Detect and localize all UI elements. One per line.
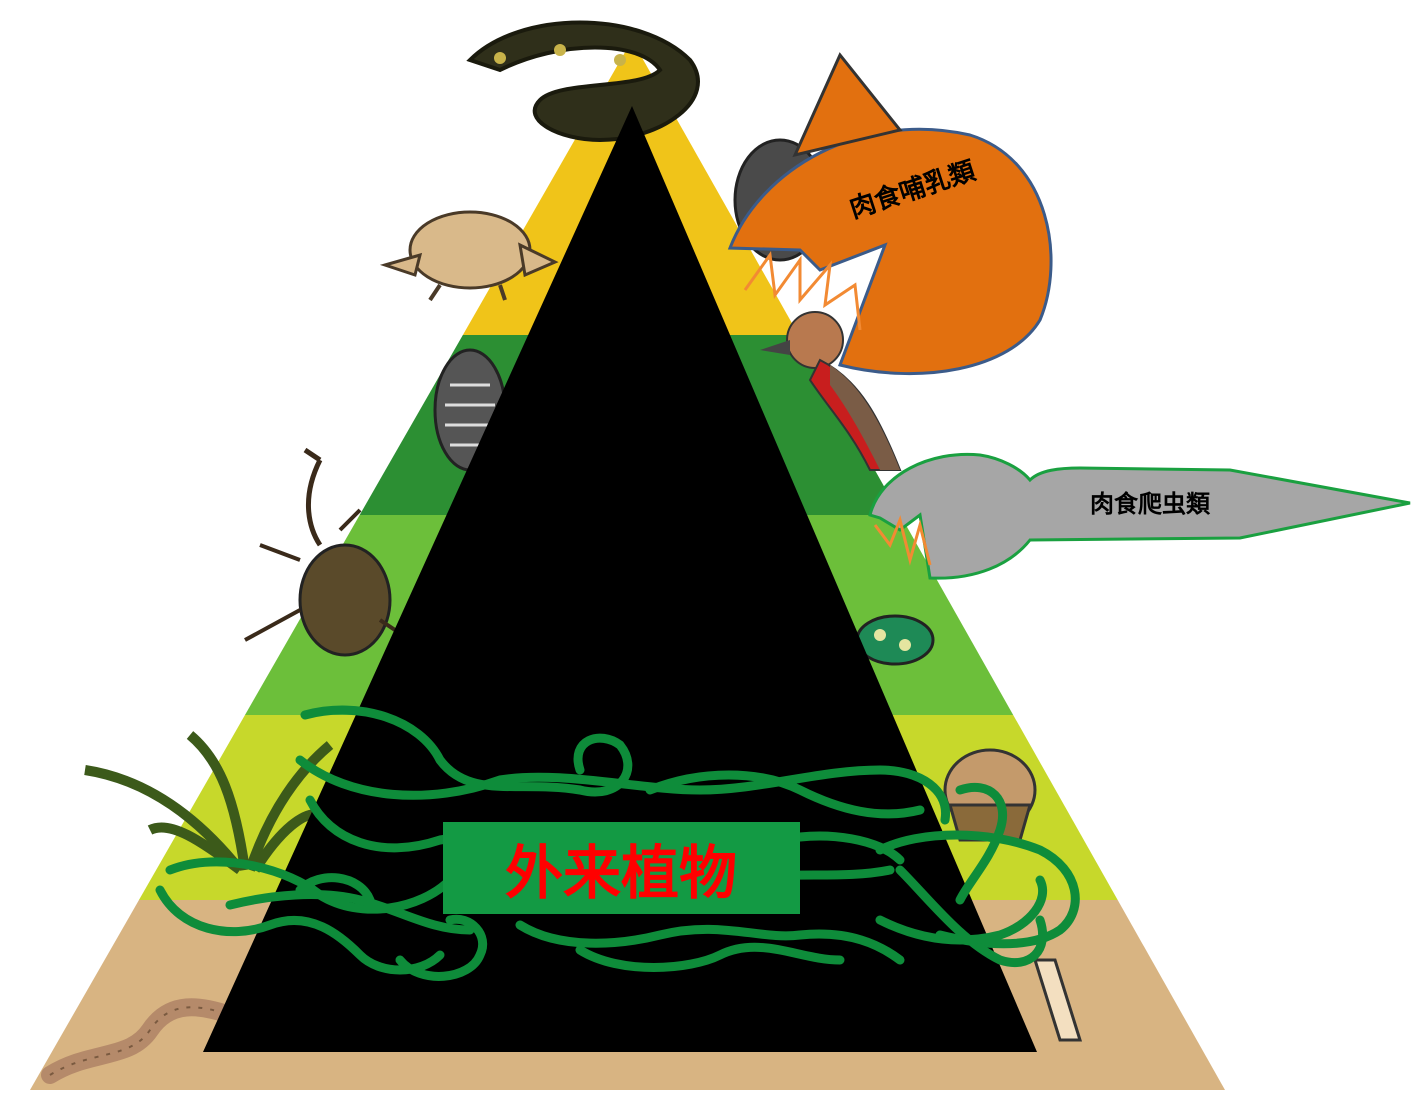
snake-icon [466,20,700,143]
invasive-plants-box: 外来植物 [443,822,800,914]
carnivorous-reptiles-shape: 肉食爬虫類 [868,452,1411,580]
carnivorous-mammals-shape: 肉食哺乳類 [727,52,1053,375]
teeth-icon [743,251,862,331]
root-icon [1032,958,1083,1042]
teeth-icon [873,515,932,566]
top-layer [30,40,1225,335]
carnivorous-reptiles-label: 肉食爬虫類 [1090,490,1211,518]
beetle-icon [855,614,935,666]
stag-beetle-icon [244,447,412,657]
woodpecker-icon [760,311,902,471]
invasive-plants-label: 外来植物 [505,839,737,907]
earthworm-icon [41,998,239,1084]
black-triangle-overlay [203,106,1037,1052]
boar-icon [379,210,559,302]
